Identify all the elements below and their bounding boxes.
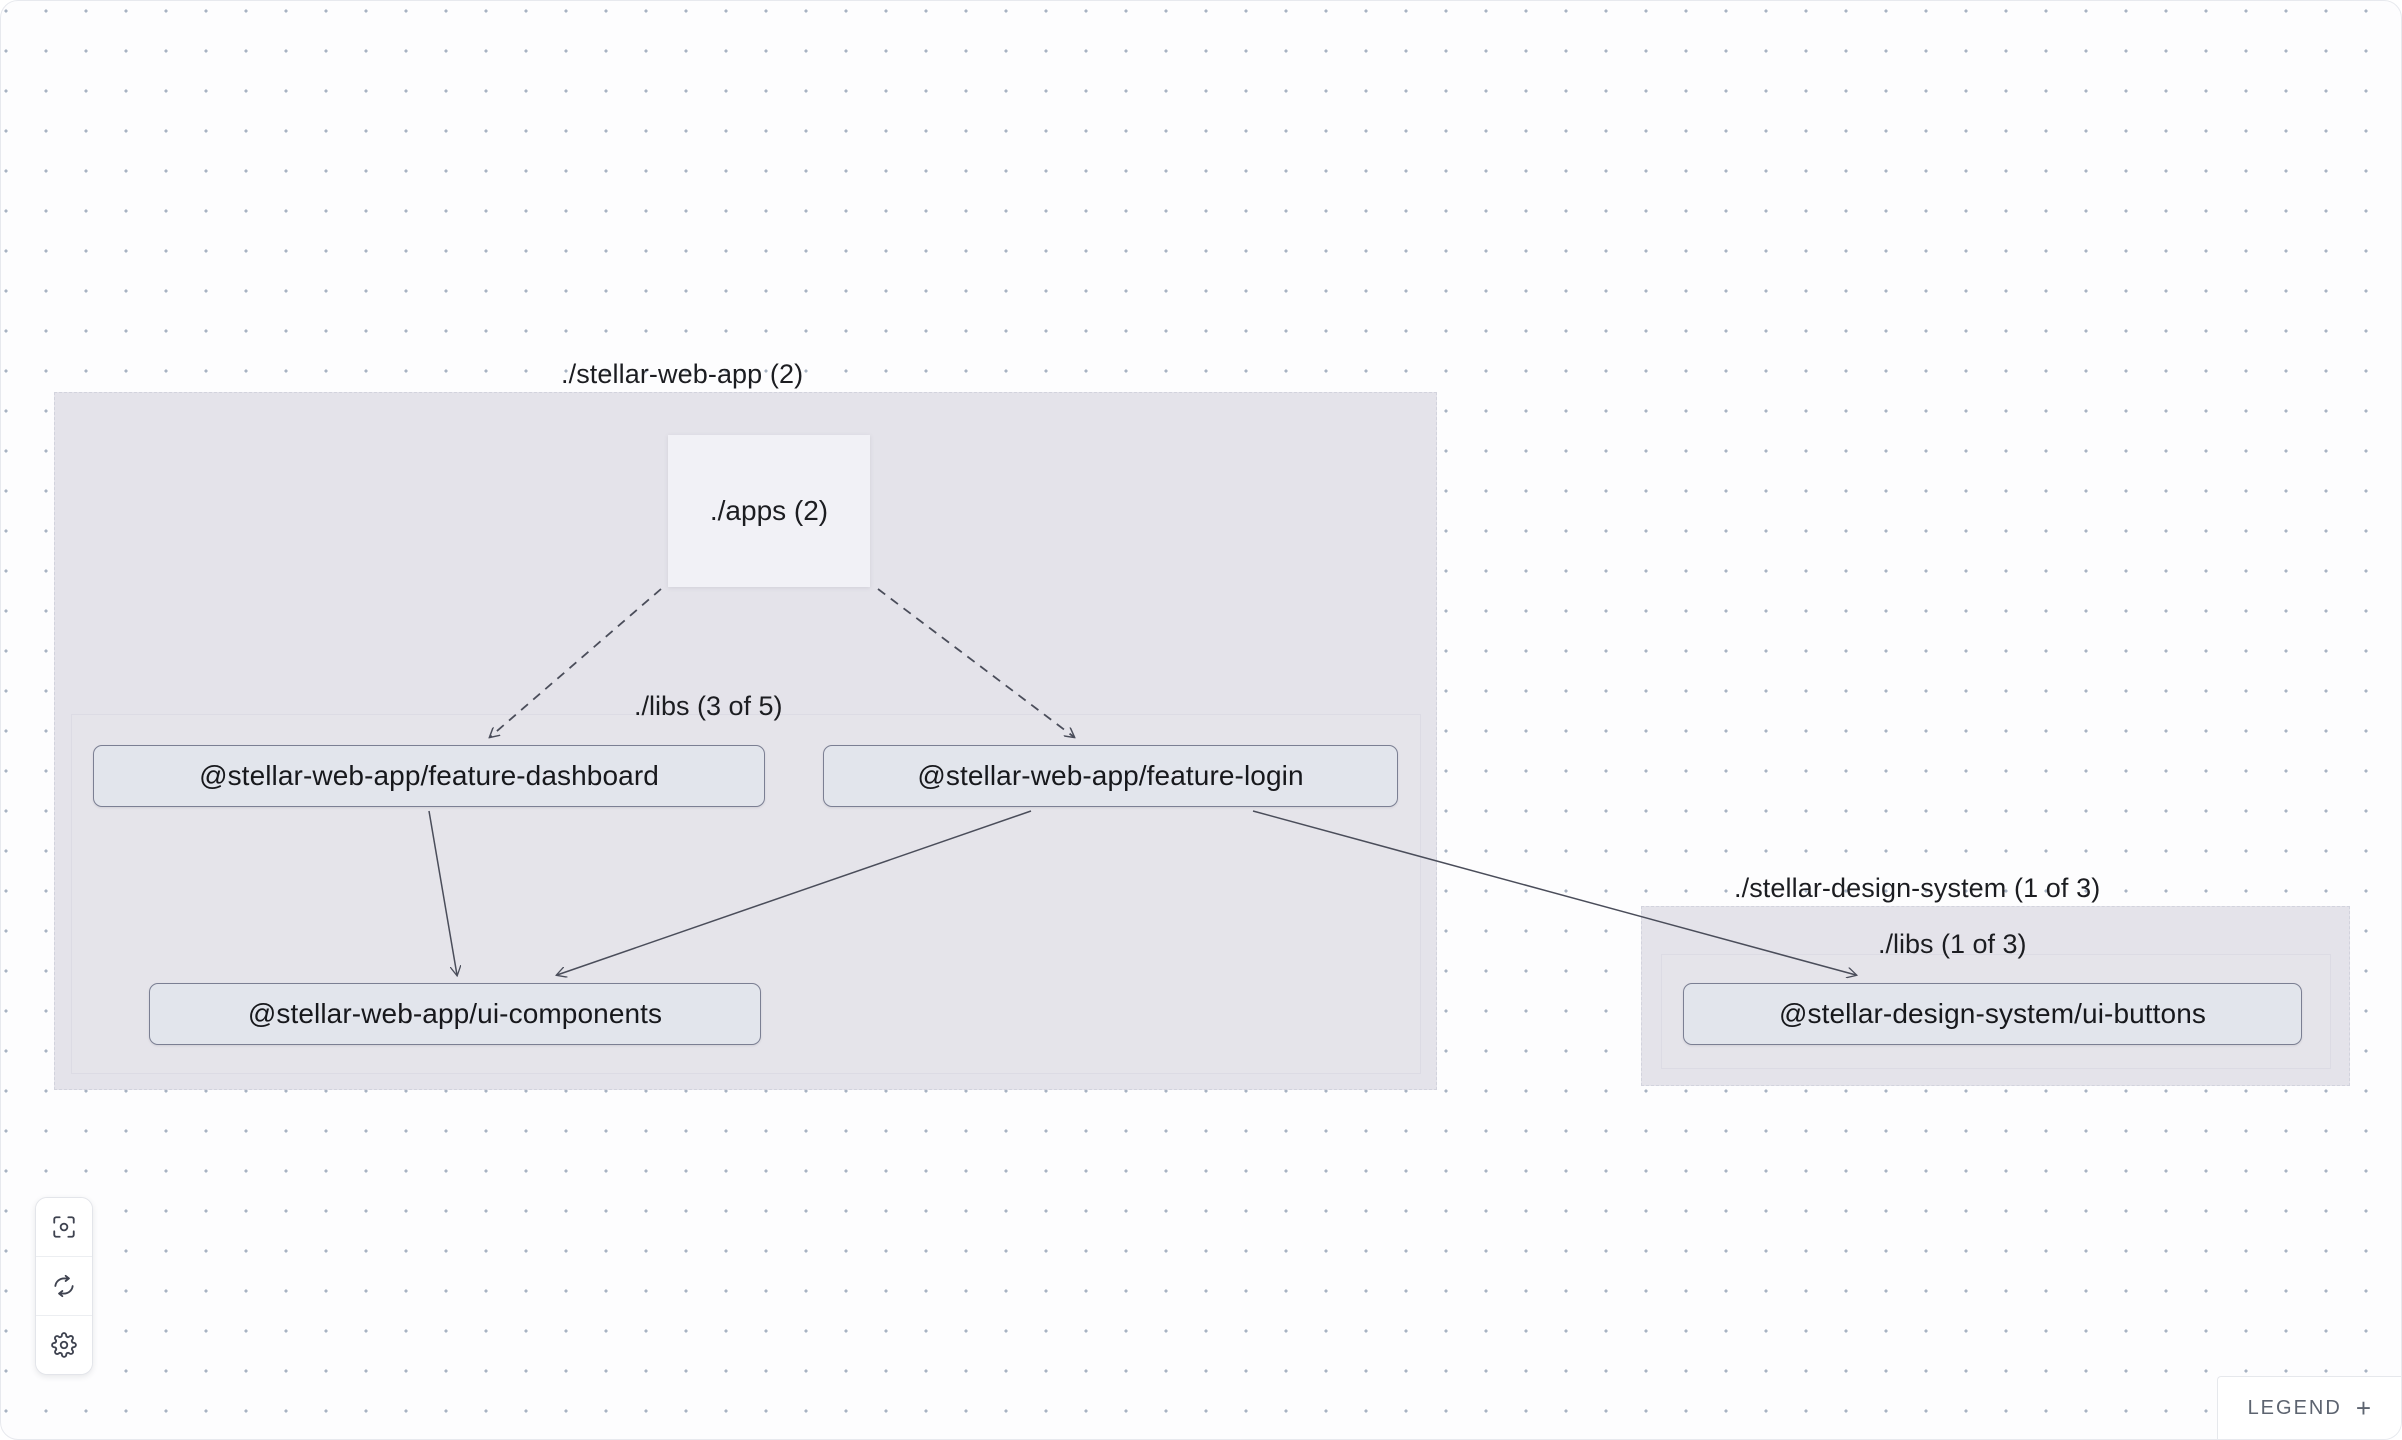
library-node-ui-buttons[interactable]: @stellar-design-system/ui-buttons bbox=[1683, 983, 2302, 1045]
library-node-label-feature-login: @stellar-web-app/feature-login bbox=[917, 760, 1304, 791]
folder-node-apps[interactable]: ./apps (2) bbox=[668, 435, 870, 587]
directory-subgroup-title-design-system-libs: ./libs (1 of 3) bbox=[1878, 929, 2027, 959]
focus-graph-button[interactable] bbox=[36, 1198, 92, 1257]
gear-icon bbox=[51, 1332, 77, 1358]
directory-subgroup-title-web-app-libs: ./libs (3 of 5) bbox=[634, 691, 783, 721]
folder-body-shape bbox=[668, 449, 870, 587]
project-group-title-stellar-design-system: ./stellar-design-system (1 of 3) bbox=[1734, 873, 2101, 903]
folder-node-label-apps: ./apps (2) bbox=[709, 495, 829, 526]
library-node-label-ui-components: @stellar-web-app/ui-components bbox=[247, 998, 663, 1029]
canvas-controls[interactable] bbox=[35, 1197, 93, 1375]
settings-button[interactable] bbox=[36, 1316, 92, 1374]
legend-label: LEGEND bbox=[2247, 1396, 2342, 1419]
refresh-button[interactable] bbox=[36, 1257, 92, 1316]
folder-tab-shape bbox=[668, 435, 714, 453]
library-node-feature-dashboard[interactable]: @stellar-web-app/feature-dashboard bbox=[93, 745, 765, 807]
library-node-feature-login[interactable]: @stellar-web-app/feature-login bbox=[823, 745, 1398, 807]
focus-target-icon bbox=[51, 1214, 77, 1240]
legend-toggle-button[interactable]: LEGEND + bbox=[2216, 1376, 2401, 1439]
library-node-label-ui-buttons: @stellar-design-system/ui-buttons bbox=[1779, 998, 2206, 1029]
plus-icon: + bbox=[2355, 1393, 2371, 1423]
project-group-title-stellar-web-app: ./stellar-web-app (2) bbox=[561, 359, 804, 389]
library-node-label-feature-dashboard: @stellar-web-app/feature-dashboard bbox=[199, 760, 659, 791]
library-node-ui-components[interactable]: @stellar-web-app/ui-components bbox=[149, 983, 761, 1045]
refresh-icon bbox=[51, 1273, 77, 1299]
